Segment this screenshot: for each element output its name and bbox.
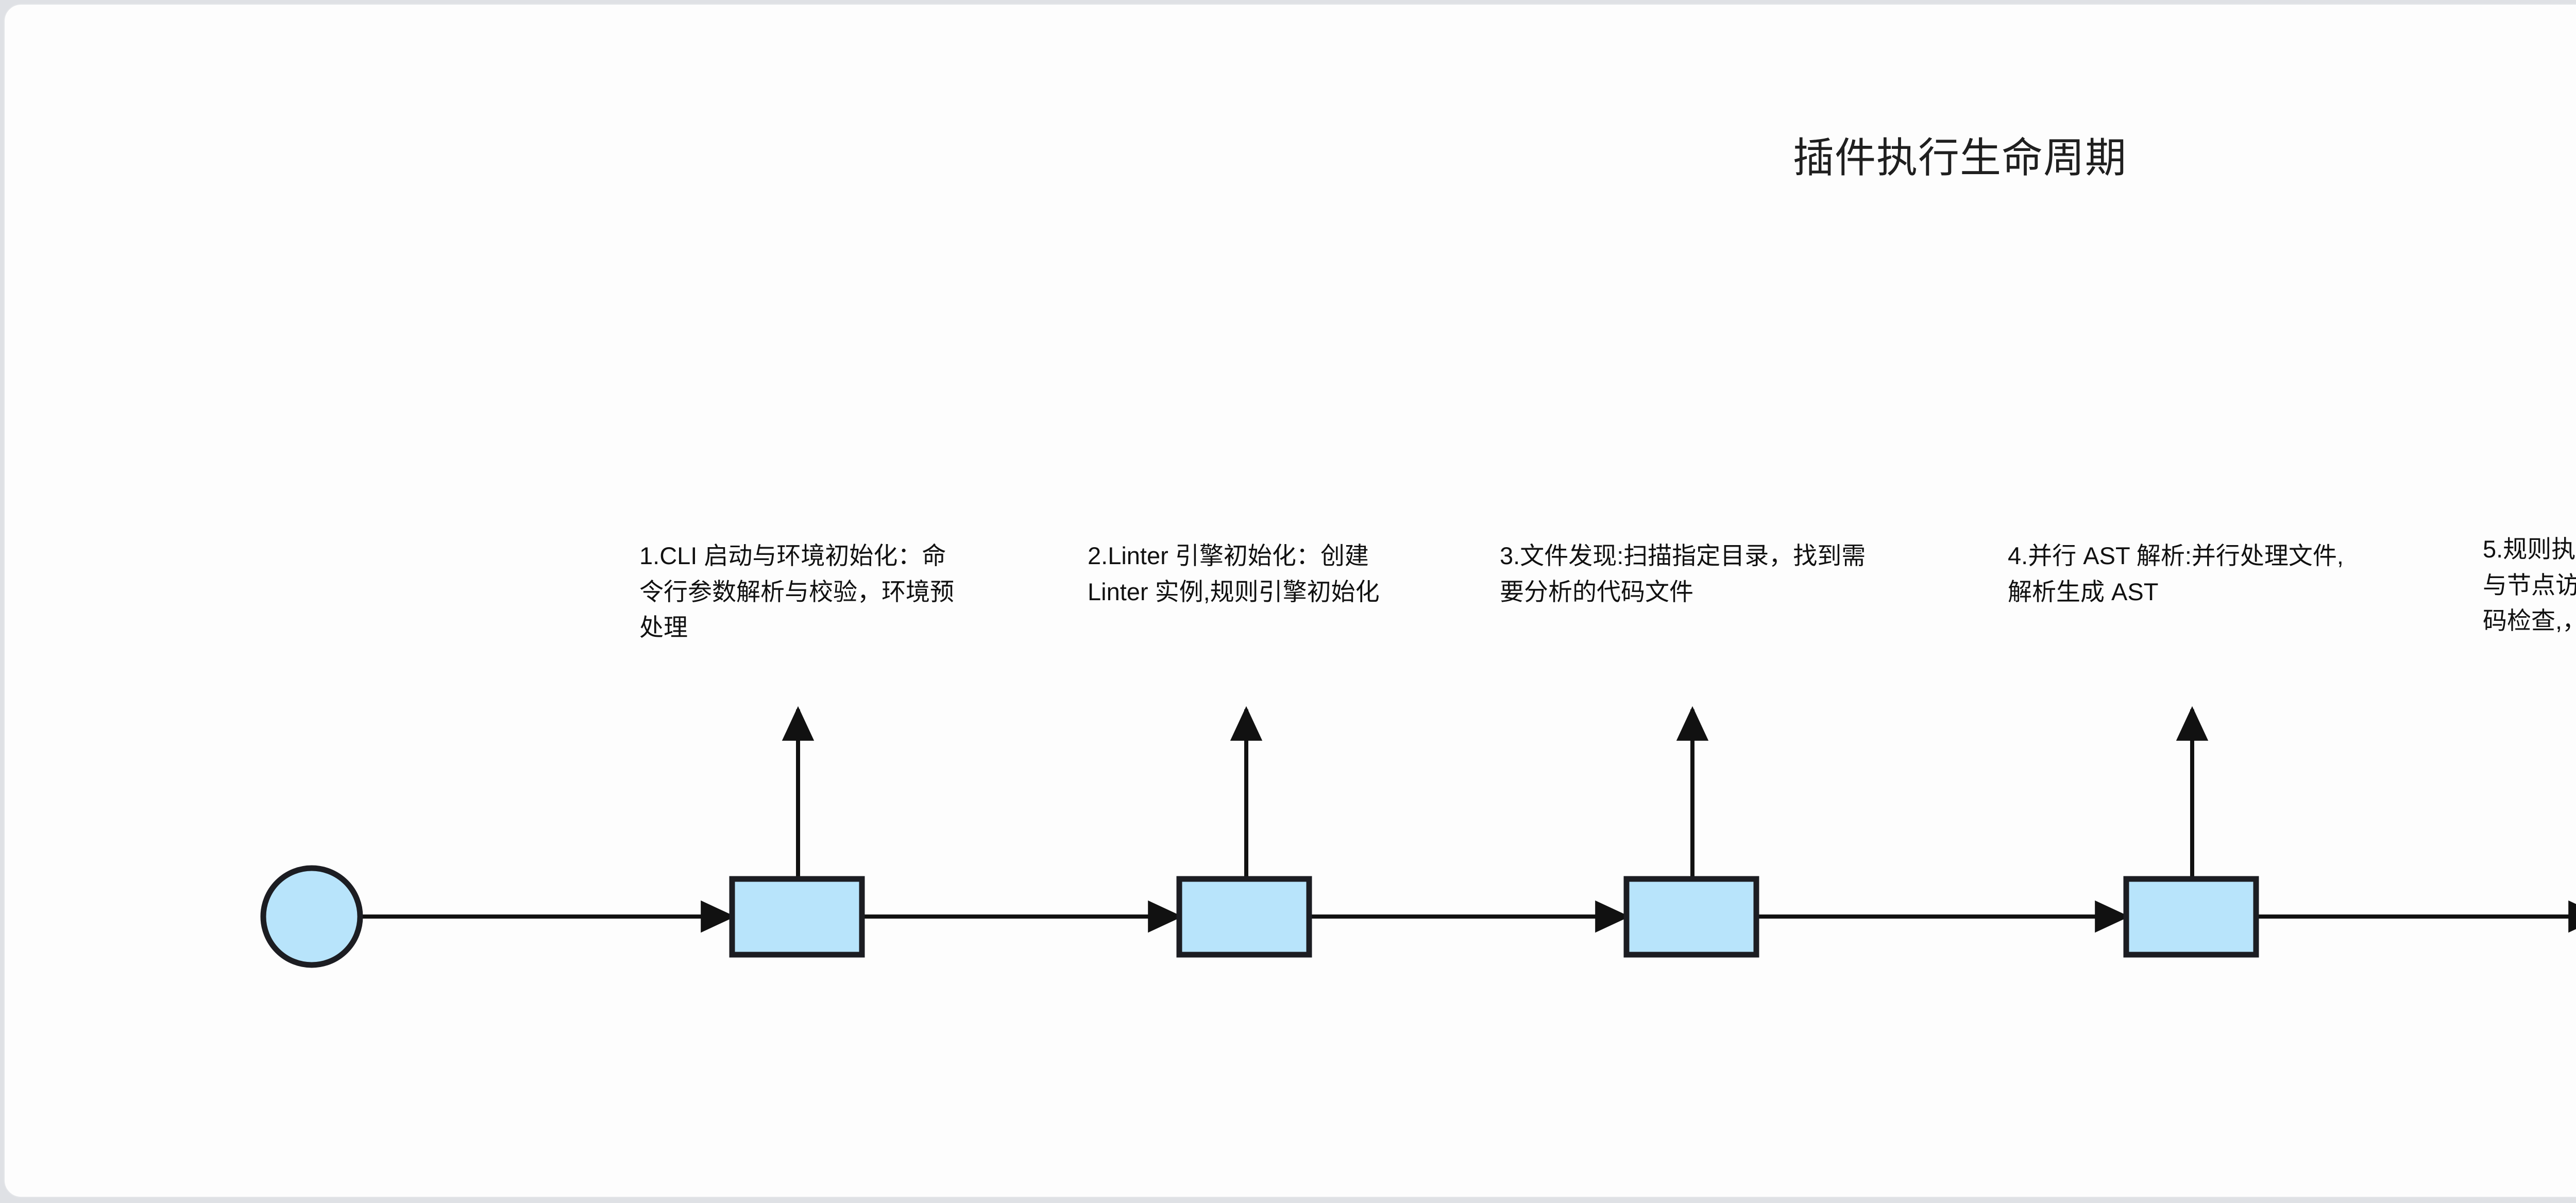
step-box-3[interactable] (1623, 876, 1759, 958)
flow-nodes (260, 865, 2259, 968)
diagram-card: 插件执行生命周期 1.CLI 启动与环境初始化：命令行参数解析与校验，环境预处理… (4, 4, 2576, 1198)
step-label-1: 1.CLI 启动与环境初始化：命令行参数解析与校验，环境预处理 (639, 542, 954, 641)
flow-edges (360, 706, 2576, 933)
start-node[interactable] (260, 865, 363, 968)
step-label-4: 4.并行 AST 解析:并行处理文件,解析生成 AST (2008, 542, 2344, 605)
step-box-2[interactable] (1176, 876, 1312, 958)
page-title: 插件执行生命周期 (1793, 135, 2127, 181)
flowchart-canvas (260, 706, 2576, 968)
step-box-1[interactable] (729, 876, 865, 958)
step-box-4[interactable] (2123, 876, 2259, 958)
step-label-2: 2.Linter 引擎初始化：创建 Linter 实例,规则引擎初始化 (1088, 542, 1380, 605)
step-label-5: 5.规则执行与错误检测:AST 遍历与节点访问,调用规则引擎进行代码检查,，然后… (2483, 535, 2576, 635)
step-label-3: 3.文件发现:扫描指定目录，找到需要分析的代码文件 (1500, 542, 1866, 605)
